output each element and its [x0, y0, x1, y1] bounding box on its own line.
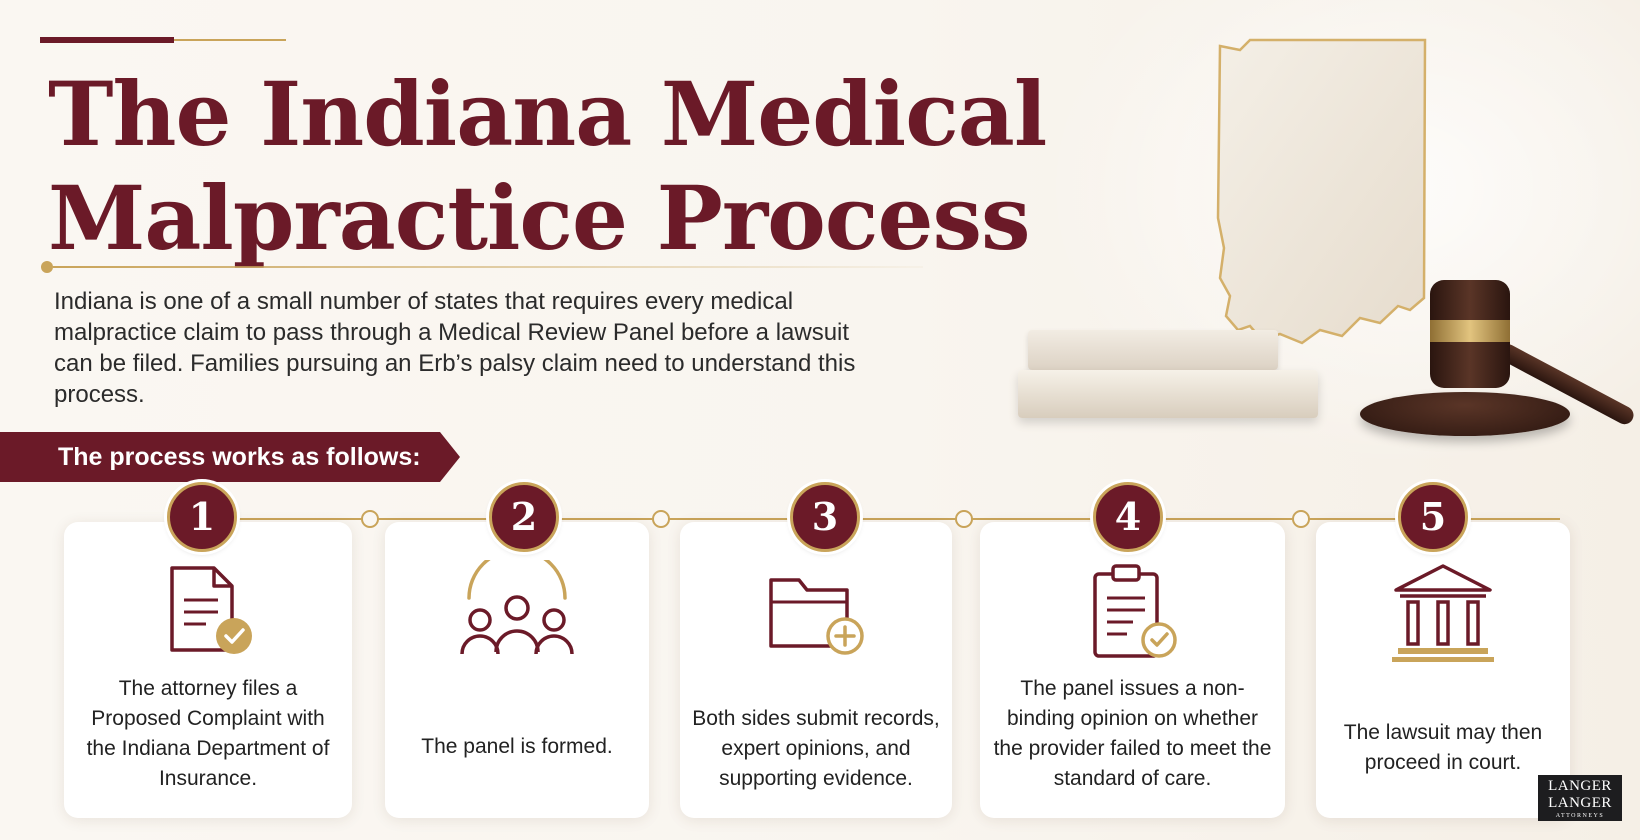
step-text-4: The panel issues a non-binding opinion o… — [993, 677, 1272, 790]
timeline-line — [200, 518, 1560, 520]
step-text-2: The panel is formed. — [421, 735, 613, 758]
top-accent-rule-gold — [174, 39, 286, 41]
group-people-icon — [460, 560, 574, 655]
book-bottom — [1018, 370, 1318, 418]
step-card-4: The panel issues a non-binding opinion o… — [980, 522, 1285, 818]
folder-plus-icon — [769, 578, 864, 655]
page-title-line-2: Malpractice Process — [48, 166, 1031, 270]
gavel-gold-band — [1430, 320, 1510, 342]
step-badge-4: 4 — [1093, 482, 1163, 552]
logo-text-line-1: LANGER — [1548, 778, 1612, 794]
timeline-connector — [1292, 510, 1310, 528]
title-divider — [53, 266, 923, 268]
gavel-sound-block — [1360, 392, 1570, 436]
title-divider-dot — [41, 261, 53, 273]
courthouse-icon — [1392, 564, 1494, 662]
timeline-connector — [361, 510, 379, 528]
timeline-connector — [652, 510, 670, 528]
step-card-2: The panel is formed. — [385, 522, 649, 818]
process-banner-text: The process works as follows: — [58, 443, 421, 471]
clipboard-check-icon — [1092, 564, 1177, 658]
step-badge-3: 3 — [790, 482, 860, 552]
indiana-map-icon — [1216, 38, 1427, 345]
step-text-1: The attorney files a Proposed Complaint … — [86, 677, 330, 790]
step-badge-2: 2 — [489, 482, 559, 552]
book-top — [1028, 330, 1278, 370]
step-badge-1: 1 — [167, 482, 237, 552]
step-card-5: The lawsuit may then proceed in court. — [1316, 522, 1570, 818]
hero-illustration — [1000, 0, 1640, 470]
step-card-3: Both sides submit records, expert opinio… — [680, 522, 952, 818]
process-banner: The process works as follows: — [0, 432, 460, 482]
document-check-icon — [170, 566, 252, 654]
logo-subtext: ATTORNEYS — [1555, 813, 1605, 819]
logo-text-line-2: LANGER — [1548, 795, 1612, 811]
top-accent-rule — [40, 37, 174, 43]
step-text-3: Both sides submit records, expert opinio… — [692, 707, 940, 790]
step-text-5: The lawsuit may then proceed in court. — [1343, 721, 1543, 774]
page-title: The Indiana Medical Malpractice Process — [48, 62, 1047, 270]
timeline-connector — [955, 510, 973, 528]
step-card-1: The attorney files a Proposed Complaint … — [64, 522, 352, 818]
firm-logo: LANGER LANGER ATTORNEYS — [1538, 775, 1622, 821]
page-title-line-1: The Indiana Medical — [48, 62, 1047, 166]
intro-paragraph: Indiana is one of a small number of stat… — [54, 288, 856, 408]
step-badge-5: 5 — [1398, 482, 1468, 552]
